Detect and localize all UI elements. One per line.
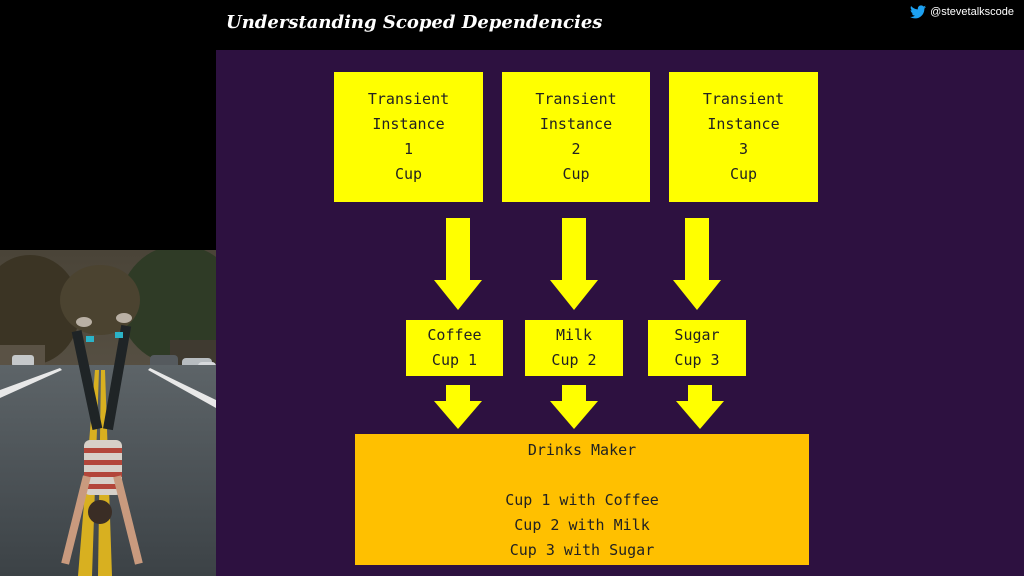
milk-cup-line1: Milk: [555, 326, 593, 344]
slide-title: Understanding Scoped Dependencies: [226, 12, 603, 33]
transient-instance-3-line3: 3: [738, 140, 749, 158]
coffee-cup-box: Coffee Cup 1: [406, 320, 503, 376]
arrow-down-icon-2: [550, 218, 598, 310]
sugar-cup-line2: Cup 3: [674, 351, 720, 369]
milk-cup-line2: Cup 2: [551, 351, 597, 369]
twitter-handle-text: @stevetalkscode: [930, 6, 1014, 18]
transient-instance-1-line1: Transient: [367, 90, 450, 108]
coffee-cup-line1: Coffee: [427, 326, 482, 344]
drinks-maker-title: Drinks Maker: [527, 441, 637, 459]
handstand-photo: [0, 250, 216, 576]
transient-instance-3-line2: Instance: [707, 115, 780, 133]
top-bar: Understanding Scoped Dependencies @steve…: [0, 0, 1024, 50]
drinks-maker-spacer: [355, 463, 809, 488]
arrow-down-icon-1: [434, 218, 482, 310]
street-handstand-image: [0, 250, 216, 576]
milk-cup-box: Milk Cup 2: [525, 320, 623, 376]
drinks-maker-line1: Cup 1 with Coffee: [505, 491, 659, 509]
transient-instance-3-line4: Cup: [729, 165, 758, 183]
transient-instance-2-box: Transient Instance 2 Cup: [502, 72, 650, 202]
small-arrow-down-icon-1: [434, 385, 482, 429]
sugar-cup-box: Sugar Cup 3: [648, 320, 746, 376]
twitter-handle: @stevetalkscode: [910, 5, 1014, 19]
drinks-maker-line2: Cup 2 with Milk: [514, 516, 650, 534]
transient-instance-1-line2: Instance: [372, 115, 445, 133]
transient-instance-2-line4: Cup: [562, 165, 590, 183]
coffee-cup-line2: Cup 1: [431, 351, 478, 369]
transient-instance-1-box: Transient Instance 1 Cup: [334, 72, 483, 202]
transient-instance-3-line1: Transient: [702, 90, 785, 108]
transient-instance-2-line3: 2: [571, 140, 581, 158]
small-arrow-down-icon-2: [550, 385, 598, 429]
transient-instance-2-line2: Instance: [539, 115, 613, 133]
drinks-maker-line3: Cup 3 with Sugar: [509, 541, 655, 559]
sugar-cup-line1: Sugar: [674, 326, 720, 344]
transient-instance-1-line3: 1: [403, 140, 414, 158]
small-arrow-down-icon-3: [676, 385, 724, 429]
twitter-bird-icon: [910, 5, 927, 19]
transient-instance-1-line4: Cup: [394, 165, 423, 183]
transient-instance-3-box: Transient Instance 3 Cup: [669, 72, 818, 202]
diagram-panel: Transient Instance 1 Cup Transient Insta…: [216, 50, 1024, 576]
arrow-down-icon-3: [673, 218, 721, 310]
transient-instance-2-line1: Transient: [535, 90, 617, 108]
drinks-maker-box: Drinks Maker Cup 1 with Coffee Cup 2 wit…: [355, 434, 809, 565]
